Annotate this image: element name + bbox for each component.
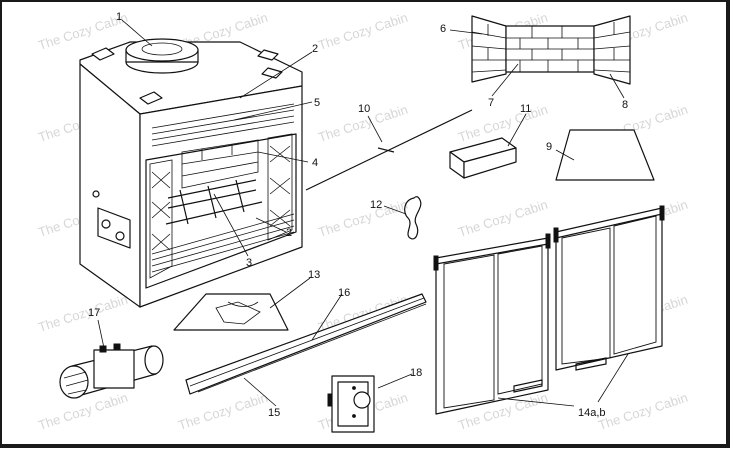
callout-5: 5 bbox=[314, 97, 320, 109]
callout-2-top: 2 bbox=[312, 43, 318, 55]
fireplace-unit bbox=[79, 38, 303, 308]
watermark: The Cozy Cabin bbox=[36, 292, 129, 335]
callout-4: 4 bbox=[312, 157, 318, 169]
callout-2-bottom: 2 bbox=[286, 227, 292, 239]
glass-doors bbox=[433, 205, 665, 415]
wall-control bbox=[327, 375, 375, 433]
callout-18: 18 bbox=[410, 367, 422, 379]
fireplace-rod bbox=[305, 109, 473, 191]
callout-13: 13 bbox=[308, 269, 320, 281]
callout-14ab: 14a,b bbox=[578, 407, 606, 419]
hook bbox=[404, 196, 422, 240]
refractory-base-panel bbox=[555, 129, 655, 181]
watermark: The Cozy Cabin bbox=[36, 390, 129, 433]
hearth-plate bbox=[173, 293, 289, 331]
watermark: The Cozy Cabin bbox=[316, 197, 409, 240]
callout-6: 6 bbox=[440, 23, 446, 35]
callout-3: 3 bbox=[246, 257, 252, 269]
callout-9: 9 bbox=[546, 141, 552, 153]
duct-damper bbox=[59, 343, 164, 399]
refractory-panels bbox=[471, 15, 631, 85]
callout-8: 8 bbox=[622, 99, 628, 111]
trim-strip bbox=[185, 293, 427, 395]
callout-15: 15 bbox=[268, 407, 280, 419]
callout-labels: 1 2 2 3 4 5 6 7 8 9 10 11 12 13 14a,b 15… bbox=[88, 11, 628, 419]
callout-1: 1 bbox=[116, 11, 122, 23]
watermark: The Cozy Cabin bbox=[176, 390, 269, 433]
callout-17: 17 bbox=[88, 307, 100, 319]
callout-10: 10 bbox=[358, 103, 370, 115]
leader-lines bbox=[97, 19, 629, 407]
callout-7: 7 bbox=[488, 97, 494, 109]
callout-16: 16 bbox=[338, 287, 350, 299]
callout-12: 12 bbox=[370, 199, 382, 211]
bracket bbox=[449, 137, 517, 179]
watermark: The Cozy Cabin bbox=[316, 10, 409, 53]
callout-11: 11 bbox=[520, 103, 531, 115]
watermark: The Cozy Cabin bbox=[596, 390, 689, 433]
watermark: The Cozy Cabin bbox=[456, 197, 549, 240]
